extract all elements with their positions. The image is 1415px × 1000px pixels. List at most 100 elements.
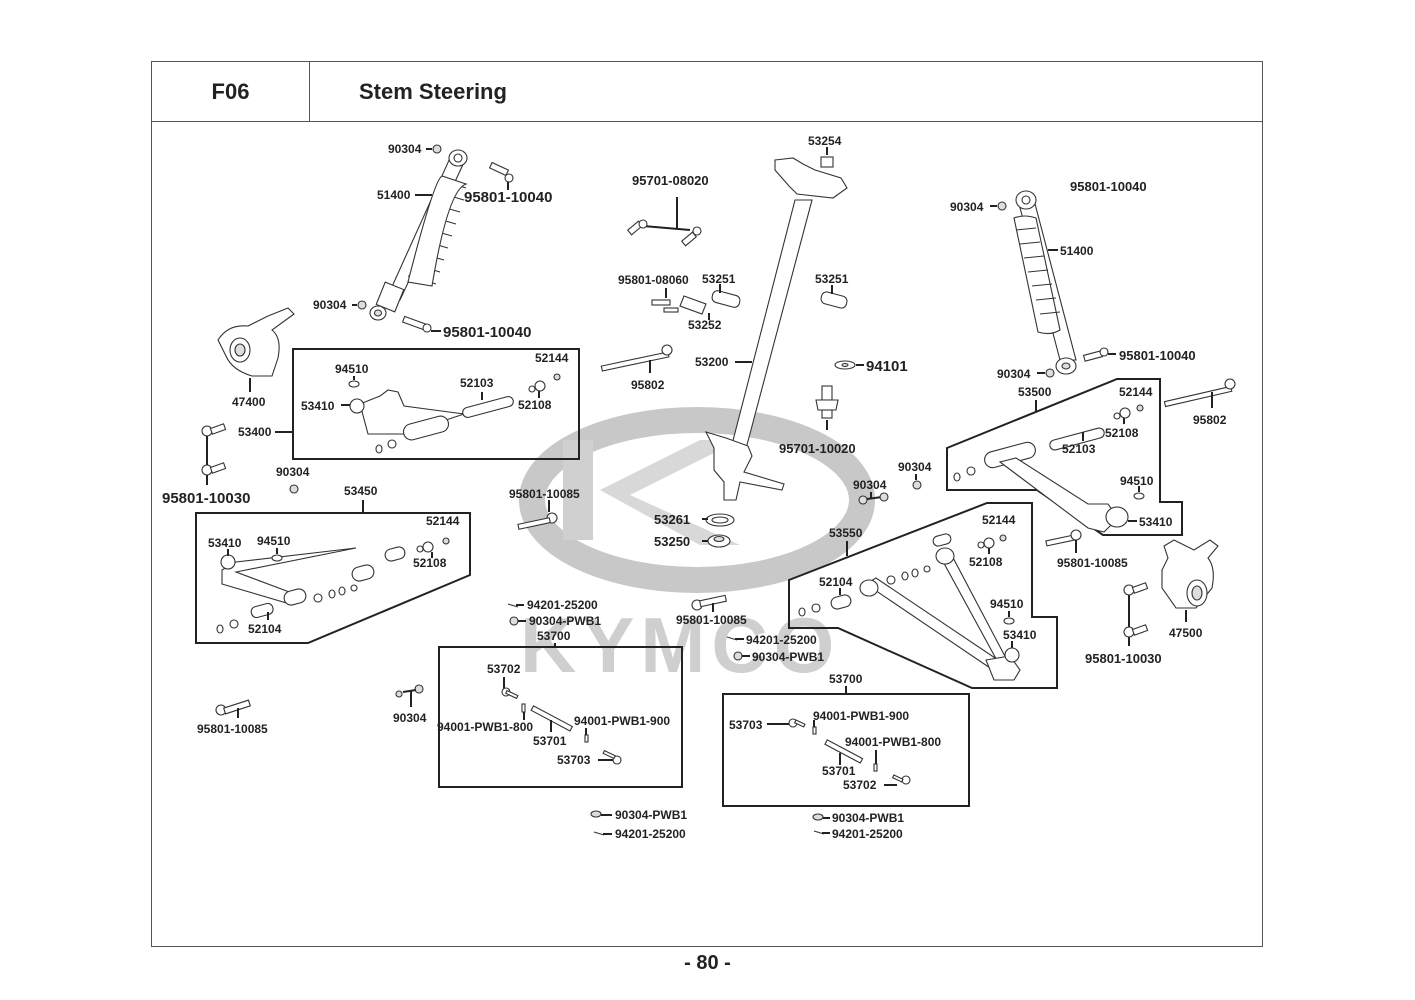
part-label[interactable]: 53702 bbox=[487, 662, 521, 676]
part-label[interactable]: 53700 bbox=[829, 672, 863, 686]
part-label[interactable]: 94510 bbox=[1120, 474, 1154, 488]
part-label[interactable]: 94201-25200 bbox=[615, 827, 686, 841]
part-label[interactable]: 95801-10085 bbox=[1057, 556, 1128, 570]
part-label[interactable]: 53251 bbox=[702, 272, 736, 286]
part-label[interactable]: 90304 bbox=[950, 200, 984, 214]
part-label[interactable]: 90304 bbox=[313, 298, 347, 312]
part-label[interactable]: 51400 bbox=[377, 188, 411, 202]
stem-bolt-lower-icon[interactable] bbox=[815, 385, 839, 419]
part-label[interactable]: 52108 bbox=[969, 555, 1003, 569]
part-label[interactable]: 95801-10040 bbox=[464, 189, 552, 206]
shock-absorber-right[interactable] bbox=[1013, 190, 1077, 375]
a-arm-lower-right[interactable] bbox=[859, 547, 1021, 681]
part-label[interactable]: 53703 bbox=[557, 753, 591, 767]
part-label[interactable]: 95801-10030 bbox=[1085, 651, 1162, 666]
long-bolt-icon[interactable] bbox=[600, 344, 673, 372]
part-label[interactable]: 52144 bbox=[982, 513, 1016, 527]
part-label[interactable]: 94001-PWB1-900 bbox=[574, 714, 670, 728]
part-label[interactable]: 53702 bbox=[843, 778, 877, 792]
part-label[interactable]: 94001-PWB1-800 bbox=[845, 735, 941, 749]
part-label[interactable]: 52108 bbox=[1105, 426, 1139, 440]
bushing-icon bbox=[977, 537, 995, 549]
part-label[interactable]: 52104 bbox=[248, 622, 282, 636]
part-label[interactable]: 94001-PWB1-900 bbox=[813, 709, 909, 723]
a-arm-upper-right[interactable] bbox=[983, 441, 1129, 533]
part-label[interactable]: 53410 bbox=[1003, 628, 1037, 642]
part-label[interactable]: 95801-10085 bbox=[676, 613, 747, 627]
part-label[interactable]: 52103 bbox=[1062, 442, 1096, 456]
part-label[interactable]: 53701 bbox=[533, 734, 567, 748]
part-label[interactable]: 94201-25200 bbox=[527, 598, 598, 612]
clip-icon bbox=[348, 380, 360, 388]
part-label[interactable]: 52144 bbox=[1119, 385, 1153, 399]
part-label[interactable]: 53410 bbox=[208, 536, 242, 550]
part-label[interactable]: 95801-10030 bbox=[162, 490, 250, 507]
part-label[interactable]: 90304 bbox=[853, 478, 887, 492]
part-label[interactable]: 53400 bbox=[238, 425, 272, 439]
part-label[interactable]: 53251 bbox=[815, 272, 849, 286]
steering-stem[interactable] bbox=[704, 157, 848, 501]
part-label[interactable]: 53252 bbox=[688, 318, 722, 332]
part-label[interactable]: 95801-08060 bbox=[618, 273, 689, 287]
part-label[interactable]: 52144 bbox=[535, 351, 569, 365]
part-label[interactable]: 94510 bbox=[257, 534, 291, 548]
part-label[interactable]: 90304 bbox=[898, 460, 932, 474]
shock-absorber-left[interactable] bbox=[369, 149, 468, 321]
part-label[interactable]: 52103 bbox=[460, 376, 494, 390]
part-label[interactable]: 95801-10040 bbox=[1119, 348, 1196, 363]
part-label[interactable]: 53261 bbox=[654, 512, 690, 527]
part-label[interactable]: 90304-PWB1 bbox=[752, 650, 824, 664]
part-label[interactable]: 94201-25200 bbox=[746, 633, 817, 647]
part-label[interactable]: 90304 bbox=[997, 367, 1031, 381]
part-label[interactable]: 95701-08020 bbox=[632, 173, 709, 188]
part-label[interactable]: 90304 bbox=[388, 142, 422, 156]
part-label[interactable]: 51400 bbox=[1060, 244, 1094, 258]
steering-knuckle-right[interactable] bbox=[1161, 539, 1219, 609]
part-label[interactable]: 90304-PWB1 bbox=[615, 808, 687, 822]
part-label[interactable]: 95801-10085 bbox=[509, 487, 580, 501]
part-label[interactable]: 94101 bbox=[866, 358, 908, 375]
part-label[interactable]: 52108 bbox=[413, 556, 447, 570]
part-label[interactable]: 94510 bbox=[335, 362, 369, 376]
part-label[interactable]: 53550 bbox=[829, 526, 863, 540]
part-label[interactable]: 53500 bbox=[1018, 385, 1052, 399]
part-label[interactable]: 95801-10040 bbox=[1070, 179, 1147, 194]
part-label[interactable]: 94001-PWB1-800 bbox=[437, 720, 533, 734]
part-label[interactable]: 47500 bbox=[1169, 626, 1203, 640]
part-label[interactable]: 53410 bbox=[301, 399, 335, 413]
part-label[interactable]: 52104 bbox=[819, 575, 853, 589]
part-label[interactable]: 90304 bbox=[393, 711, 427, 725]
part-label[interactable]: 53703 bbox=[729, 718, 763, 732]
bushing-icon bbox=[416, 541, 434, 553]
part-label[interactable]: 52144 bbox=[426, 514, 460, 528]
part-label[interactable]: 90304 bbox=[276, 465, 310, 479]
part-label[interactable]: 94510 bbox=[990, 597, 1024, 611]
part-label[interactable]: 52108 bbox=[518, 398, 552, 412]
bolt-icon[interactable] bbox=[215, 699, 251, 716]
part-label[interactable]: 53200 bbox=[695, 355, 729, 369]
part-label[interactable]: 95701-10020 bbox=[779, 441, 856, 456]
steering-knuckle-left[interactable] bbox=[217, 307, 295, 377]
part-label[interactable]: 94201-25200 bbox=[832, 827, 903, 841]
part-label[interactable]: 53700 bbox=[537, 629, 571, 643]
lower-arm-left-group bbox=[195, 512, 471, 644]
bolt-icon[interactable] bbox=[517, 512, 558, 530]
part-label[interactable]: 53410 bbox=[1139, 515, 1173, 529]
part-label[interactable]: 95801-10085 bbox=[197, 722, 268, 736]
part-label[interactable]: 53254 bbox=[808, 134, 842, 148]
part-label[interactable]: 53701 bbox=[822, 764, 856, 778]
a-arm-upper-left[interactable] bbox=[349, 389, 465, 442]
bolt-pair-left[interactable] bbox=[201, 423, 227, 485]
part-label[interactable]: 95801-10040 bbox=[443, 324, 531, 341]
part-label[interactable]: 53250 bbox=[654, 534, 690, 549]
bolt-pair-right[interactable] bbox=[1123, 582, 1149, 646]
part-label[interactable]: 90304-PWB1 bbox=[529, 614, 601, 628]
long-bolt-icon[interactable] bbox=[1163, 378, 1236, 408]
part-label[interactable]: 90304-PWB1 bbox=[832, 811, 904, 825]
part-label[interactable]: 95802 bbox=[631, 378, 665, 392]
part-label[interactable]: 53450 bbox=[344, 484, 378, 498]
part-label[interactable]: 95802 bbox=[1193, 413, 1227, 427]
tie-rod-icon bbox=[824, 739, 864, 764]
a-arm-lower-left[interactable] bbox=[220, 547, 375, 607]
part-label[interactable]: 47400 bbox=[232, 395, 266, 409]
